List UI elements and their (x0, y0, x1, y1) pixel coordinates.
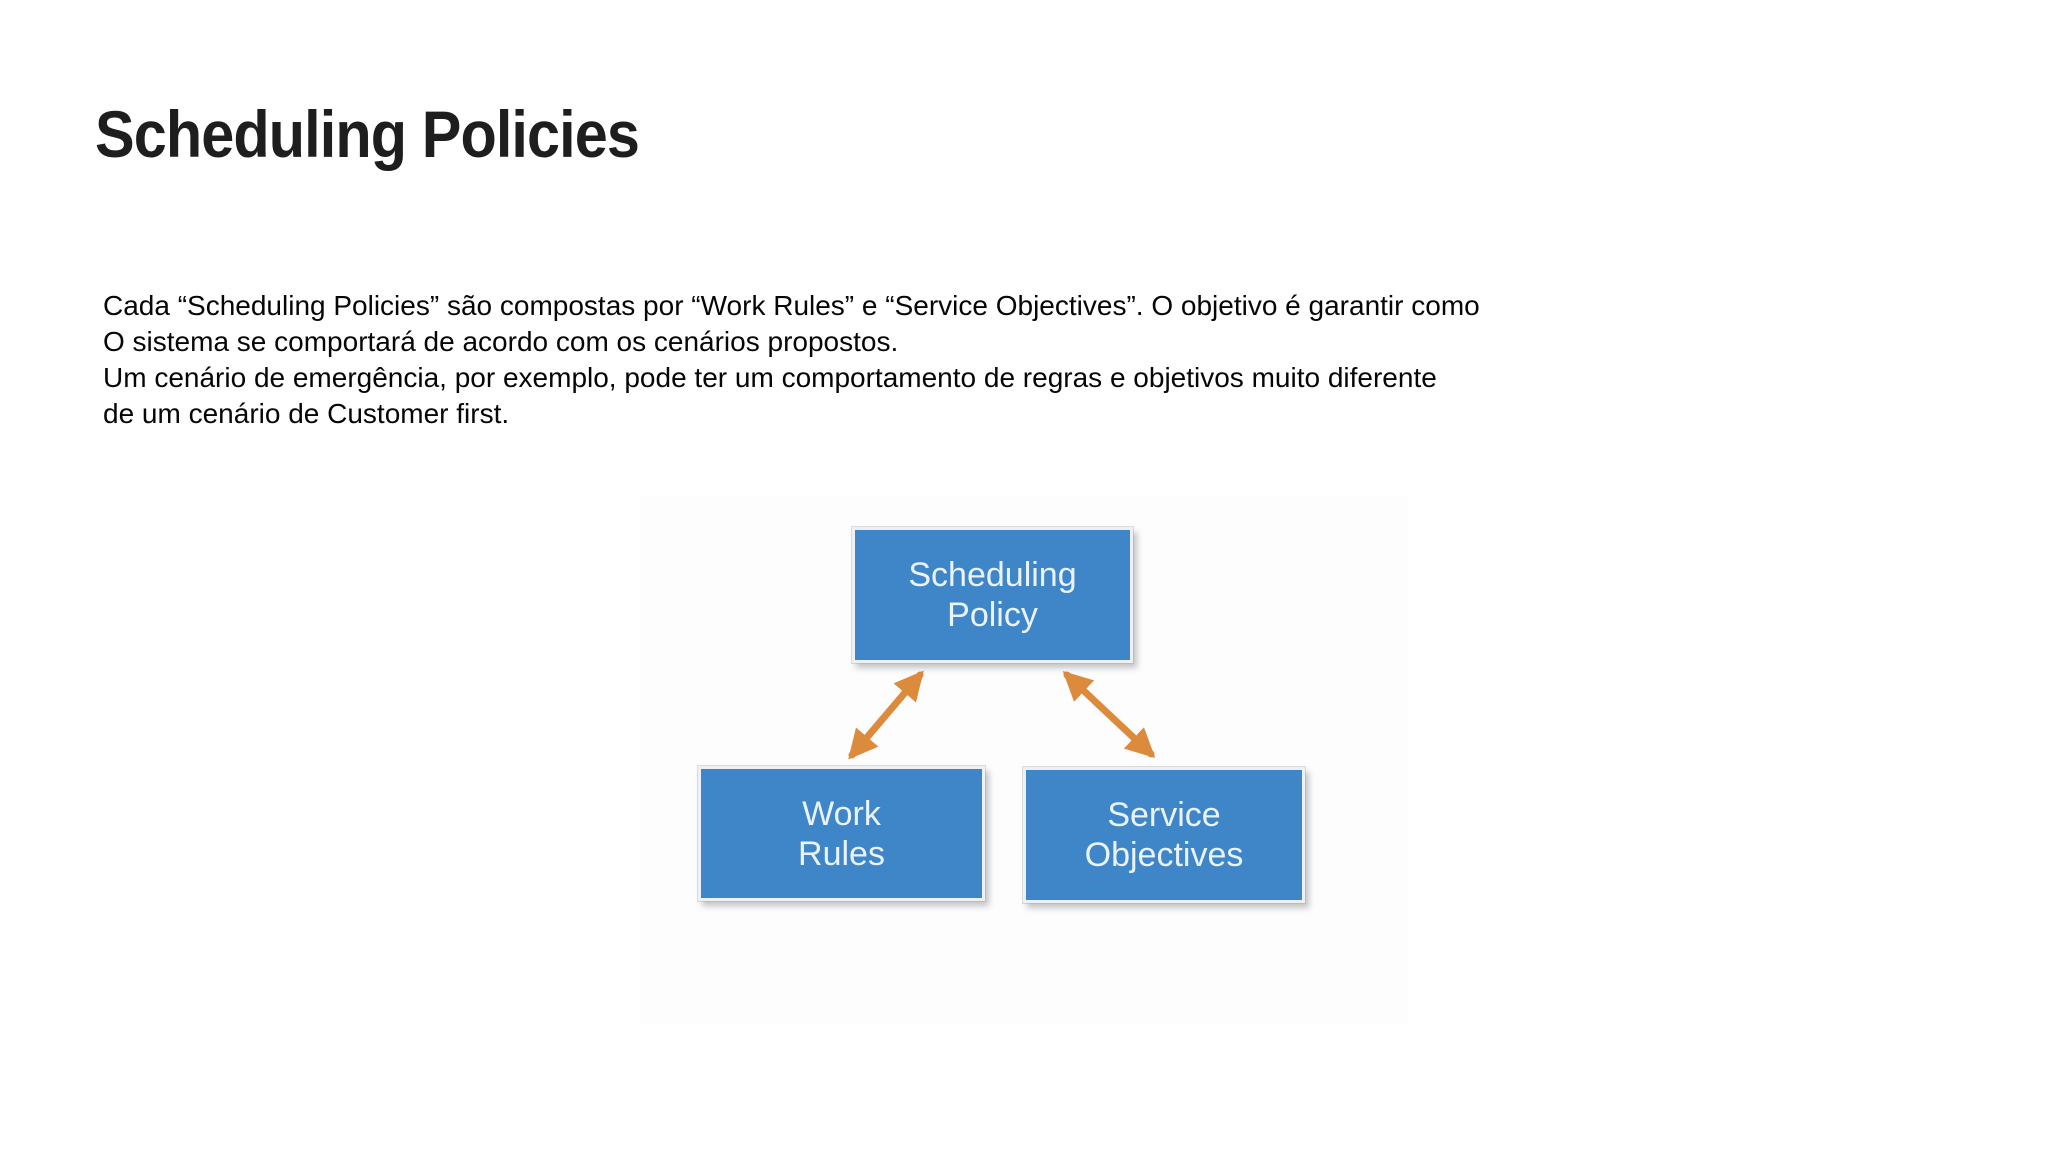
node-label-line: Policy (947, 596, 1038, 634)
node-label-line: Rules (798, 834, 885, 873)
paragraph-line: Um cenário de emergência, por exemplo, p… (103, 362, 1437, 393)
diagram-node-work-rules: Work Rules (698, 766, 985, 901)
double-arrow-left-connector (848, 670, 924, 760)
double-arrow-right-connector (1062, 670, 1156, 759)
paragraph-line: de um cenário de Customer first. (103, 398, 510, 429)
connector-arrows (848, 670, 1156, 760)
node-label-line: Scheduling (908, 556, 1077, 594)
node-label-line: Objectives (1084, 836, 1244, 874)
diagram-node-service-objectives: Service Objectives (1023, 767, 1305, 903)
diagram-node-scheduling-policy: Scheduling Policy (852, 527, 1133, 663)
body-paragraph: Cada “Scheduling Policies” são compostas… (103, 288, 1480, 432)
paragraph-line: Cada “Scheduling Policies” são compostas… (103, 290, 1480, 321)
paragraph-line: O sistema se comportará de acordo com os… (103, 326, 899, 357)
diagram-panel: Scheduling Policy Work Rules Service Obj… (640, 497, 1408, 1024)
page-title: Scheduling Policies (95, 97, 640, 171)
node-label-line: Service (1107, 796, 1221, 834)
node-label-line: Work (802, 794, 881, 833)
